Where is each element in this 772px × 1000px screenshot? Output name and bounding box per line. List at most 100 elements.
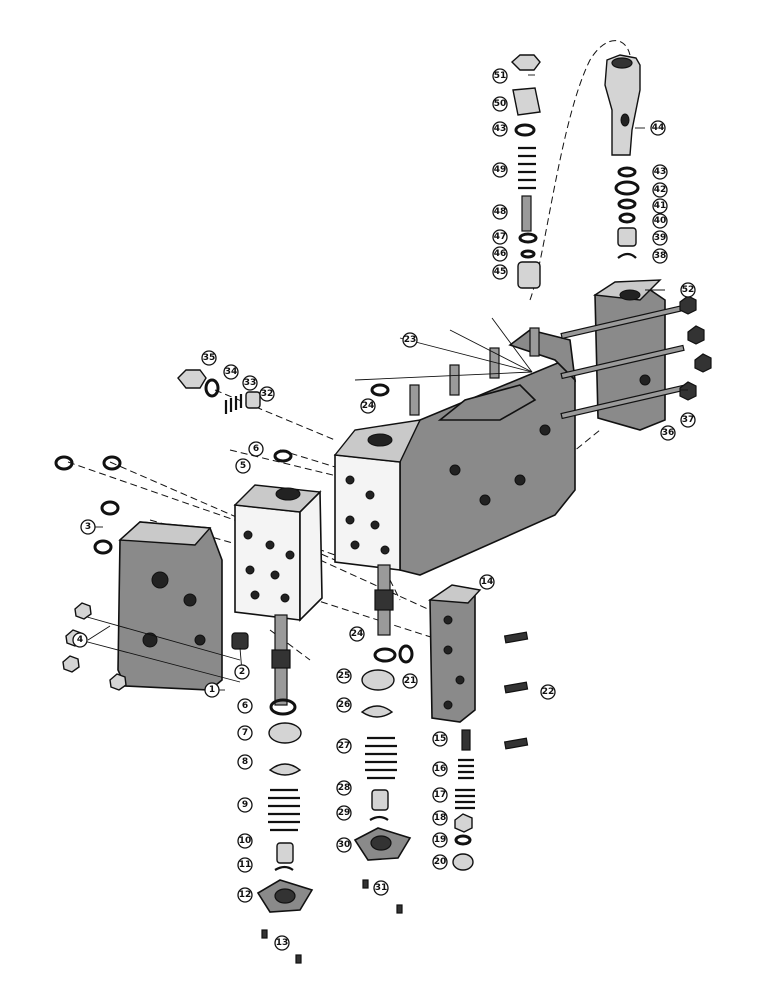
svg-text:27: 27 [338, 741, 351, 751]
callout-27: 27 [336, 738, 352, 754]
callout-23: 23 [402, 332, 418, 348]
callout-21: 21 [402, 673, 418, 689]
svg-text:31: 31 [375, 883, 388, 893]
part-2-plug [231, 632, 249, 650]
svg-text:50: 50 [494, 99, 507, 109]
svg-text:11: 11 [239, 860, 252, 870]
svg-text:41: 41 [654, 201, 667, 211]
svg-text:6: 6 [253, 444, 259, 454]
callout-19: 19 [432, 832, 448, 848]
callout-43a: 43 [492, 121, 508, 137]
svg-text:8: 8 [242, 757, 248, 767]
callout-16: 16 [432, 761, 448, 777]
svg-text:43: 43 [494, 124, 507, 134]
callout-20: 20 [432, 854, 448, 870]
svg-text:40: 40 [654, 216, 667, 226]
callout-17: 17 [432, 787, 448, 803]
callout-15: 15 [432, 731, 448, 747]
callout-41: 41 [652, 198, 668, 214]
callout-32: 32 [259, 386, 275, 402]
svg-text:4: 4 [77, 635, 83, 645]
svg-text:28: 28 [338, 783, 351, 793]
svg-text:12: 12 [239, 890, 252, 900]
svg-text:49: 49 [494, 165, 507, 175]
callout-45: 45 [492, 264, 508, 280]
svg-text:43: 43 [654, 167, 667, 177]
svg-text:37: 37 [682, 415, 695, 425]
callout-36: 36 [660, 425, 676, 441]
svg-text:22: 22 [542, 687, 555, 697]
svg-text:24: 24 [351, 629, 364, 639]
svg-text:35: 35 [203, 353, 216, 363]
svg-text:14: 14 [481, 577, 494, 587]
callout-48: 48 [492, 204, 508, 220]
callout-10: 10 [237, 833, 253, 849]
callout-44: 44 [650, 120, 666, 136]
callout-3: 3 [80, 519, 96, 535]
part-5-valve-section [233, 484, 323, 706]
svg-text:52: 52 [682, 285, 695, 295]
part-6-o-ring-upper [273, 449, 293, 463]
svg-text:10: 10 [239, 836, 252, 846]
svg-text:18: 18 [434, 813, 447, 823]
callout-6b: 6 [237, 698, 253, 714]
part-24-spool-stack [353, 644, 414, 914]
callout-12: 12 [237, 887, 253, 903]
callout-50: 50 [492, 96, 508, 112]
parts-32-35-plug [177, 369, 261, 414]
part-4-nuts [62, 602, 127, 691]
svg-text:44: 44 [652, 123, 665, 133]
callout-18: 18 [432, 810, 448, 826]
callout-52: 52 [680, 282, 696, 298]
part-44-fitting [604, 54, 641, 259]
svg-text:26: 26 [338, 700, 351, 710]
callout-5: 5 [235, 458, 251, 474]
svg-text:17: 17 [434, 790, 447, 800]
callout-24b: 24 [349, 626, 365, 642]
callout-37: 37 [680, 412, 696, 428]
svg-text:21: 21 [404, 676, 417, 686]
callout-30: 30 [336, 837, 352, 853]
part-36-outlet-block [560, 279, 712, 431]
callout-22: 22 [540, 684, 556, 700]
callout-29: 29 [336, 805, 352, 821]
callout-13: 13 [274, 935, 290, 951]
left-stack-upper [510, 54, 541, 289]
svg-text:32: 32 [261, 389, 274, 399]
callout-7: 7 [237, 725, 253, 741]
part-1-inlet-housing [79, 521, 241, 691]
part-3-o-rings [54, 455, 122, 555]
callout-leaders [87, 74, 688, 691]
callout-4: 4 [72, 632, 88, 648]
callout-11: 11 [237, 857, 253, 873]
callout-38: 38 [652, 248, 668, 264]
callout-35: 35 [201, 350, 217, 366]
callout-25: 25 [336, 668, 352, 684]
svg-text:6: 6 [242, 701, 248, 711]
callout-40: 40 [652, 213, 668, 229]
svg-text:45: 45 [494, 267, 507, 277]
svg-text:9: 9 [242, 800, 248, 810]
callout-26: 26 [336, 697, 352, 713]
callout-2: 2 [234, 664, 250, 680]
svg-text:3: 3 [85, 522, 91, 532]
callout-46: 46 [492, 246, 508, 262]
part-24-front-section [333, 383, 422, 636]
callout-51: 51 [492, 68, 508, 84]
part-5-spool-stack [256, 698, 314, 964]
svg-text:29: 29 [338, 808, 351, 818]
svg-text:5: 5 [240, 461, 246, 471]
svg-text:16: 16 [434, 764, 447, 774]
svg-text:36: 36 [662, 428, 675, 438]
callout-9: 9 [237, 797, 253, 813]
part-23-valve-sections [399, 327, 577, 576]
svg-text:47: 47 [494, 232, 507, 242]
svg-text:51: 51 [494, 71, 507, 81]
callout-labels: 1 2 3 4 5 6 6 7 8 9 10 11 12 13 14 15 16… [72, 68, 696, 951]
callout-43b: 43 [652, 164, 668, 180]
callout-24a: 24 [360, 398, 376, 414]
svg-text:13: 13 [276, 938, 289, 948]
callout-6a: 6 [248, 441, 264, 457]
svg-text:33: 33 [244, 378, 257, 388]
